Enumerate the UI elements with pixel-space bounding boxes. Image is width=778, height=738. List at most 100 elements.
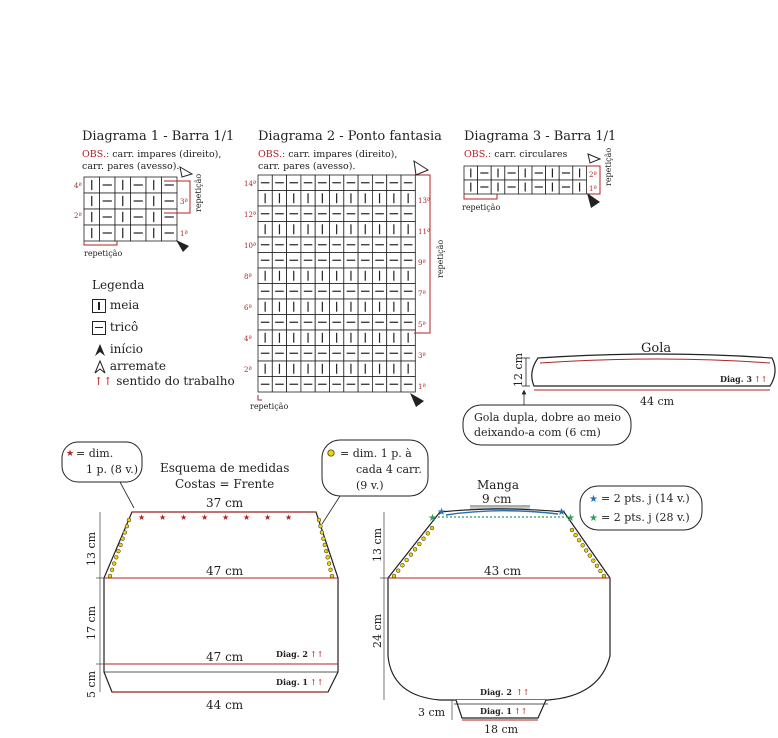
decrease-dot-icon [584,548,589,553]
collar-diag-label: Diag. 3 [720,374,752,384]
stitch-cell [371,283,388,300]
back-title-line2: Costas = Frente [175,477,274,491]
stitch-cell [286,345,302,362]
stitch-cell [357,236,373,253]
stitch-cell [386,205,402,222]
sleeve-green-star-left-icon: ★ [428,513,437,524]
stitch-cell [343,360,359,377]
diagram2-obs: OBS.: carr. impares (direito), carr. par… [258,149,397,173]
diagram2-left-row-label: 6ª [244,304,252,312]
stitch-cell [357,190,373,207]
diagram1-title: Diagrama 1 - Barra 1/1 [82,129,235,144]
collar-schematic [522,353,776,391]
stitch-cell [257,267,273,284]
sleeve-bubble [579,485,703,531]
back-bubble2-line1: = dim. 1 p. à [340,447,412,460]
decrease-star-icon: ★ [138,513,145,522]
stitch-cell [300,236,316,253]
stitch-cell [371,376,388,393]
stitch-cell [271,190,287,207]
decrease-dot-icon [329,573,335,579]
stitch-cell [300,190,316,207]
stitch-cell [343,376,359,393]
stitch-cell [257,236,273,253]
stitch-cell [257,221,273,238]
decrease-dot-icon [412,547,418,552]
diagram1-row-2: 2ª [74,212,82,220]
stitch-cell [271,283,287,300]
stitch-cell [300,252,316,269]
stitch-cell [371,190,388,207]
start-arrow-icon [95,343,105,356]
stitch-cell [99,224,116,242]
stitch-cell [386,376,402,393]
stitch-cell [161,192,178,210]
stitch-cell [286,314,302,331]
diagram2-left-row-label: 12ª [244,211,257,219]
stitch-cell [343,221,359,238]
stitch-cell [386,345,402,362]
stitch-cell [300,314,316,331]
stitch-cell [371,252,388,269]
diagram3-repeat-v: repetição [604,148,613,186]
stitch-cell [145,224,162,242]
stitch-cell [343,174,359,191]
back-diag2-label: Diag. 2 [276,649,308,659]
diagram2-right-row-label: 3ª [418,352,426,360]
collar-width: 44 cm [640,395,675,408]
stitch-cell [257,345,273,362]
stitch-cell [271,298,287,315]
stitch-cell [343,345,359,362]
back-lower-width: 47 cm [206,650,244,664]
decrease-dot-icon [319,530,325,535]
decrease-dot-icon [576,538,582,543]
back-decrease-stars: ★★★★★★★★ [138,513,292,522]
legend-title: Legenda [92,278,145,292]
stitch-cell [83,208,100,226]
stitch-cell [114,224,131,242]
stitch-cell [357,314,373,331]
back-bubble1-line2: 1 p. (8 v.) [86,463,138,476]
decrease-star-icon: ★ [159,513,166,522]
stitch-cell [357,205,373,222]
diagram2-left-row-label: 4ª [244,335,252,343]
diagram3-obs: OBS.: carr. circulares [464,149,567,161]
stitch-cell [271,360,287,377]
back-bubble1-line1: = dim. [76,447,113,460]
stitch-cell [300,205,316,222]
sleeve-title: Manga [477,478,519,492]
decrease-dot-icon [124,524,130,529]
stitch-cell [145,208,162,226]
diagram2-obs-label: OBS.: [258,149,286,160]
collar-note-bubble [462,404,632,446]
stitch-cell [300,345,316,362]
stitch-cell [114,176,131,194]
stitch-cell [343,267,359,284]
stitch-cell [386,314,402,331]
diagram3-repeat-h: repetição [462,203,500,212]
back-mid-width: 47 cm [206,564,244,578]
stitch-cell [400,205,416,222]
decrease-star-icon: ★ [243,513,250,522]
collar-direction-icon: ↑↑ [754,375,767,384]
stitch-cell [286,236,302,253]
diagram3-decor [463,153,602,208]
sleeve-schematic [380,505,611,721]
decrease-dot-icon [580,543,585,548]
stitch-cell [130,192,147,210]
stitch-cell [386,360,402,377]
diagram1-grid [83,176,178,242]
stitch-cell [83,192,100,210]
red-star-icon: ★ [66,449,74,459]
sleeve-right-decrease-dots [569,527,607,579]
stitch-cell [314,298,330,315]
stitch-cell [329,221,345,238]
stitch-cell [329,267,345,284]
stitch-cell [257,376,273,393]
stitch-cell [271,252,287,269]
stitch-cell [300,221,316,238]
decrease-dot-icon [112,561,117,566]
back-height-13: 13 cm [85,531,98,566]
diagram1-obs: OBS.: carr. impares (direito), carr. par… [82,149,221,173]
